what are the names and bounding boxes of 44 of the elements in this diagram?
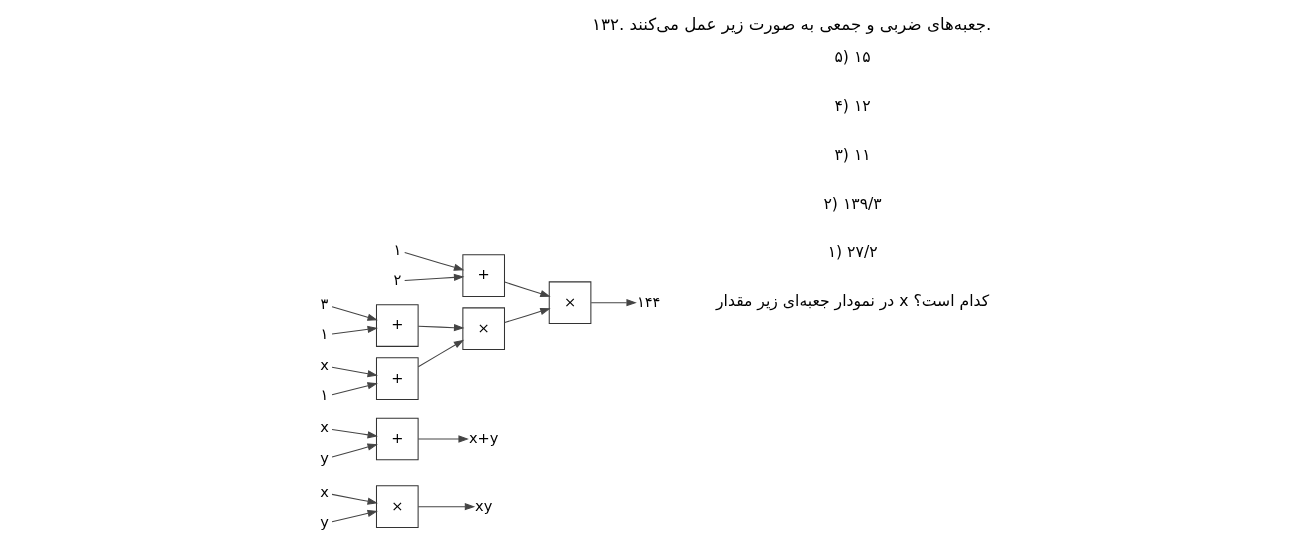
arrow	[331, 509, 378, 523]
node-text: x	[320, 356, 329, 374]
arrow	[331, 493, 378, 505]
node-text: ۱	[320, 324, 329, 342]
node-box: +	[462, 254, 505, 297]
arrow	[331, 443, 378, 458]
arrow	[331, 306, 378, 321]
node-text: x	[320, 418, 329, 436]
arrow	[417, 324, 465, 332]
arrow	[331, 429, 378, 439]
label: ۵) ۱۵	[834, 47, 871, 66]
node-box: +	[375, 304, 419, 347]
label: ۱) ۲۷/۲	[827, 243, 878, 262]
node-box: ×	[375, 485, 419, 528]
node-text: ۱	[320, 386, 329, 404]
node-text: ۳	[320, 294, 329, 312]
node-box: ×	[548, 281, 592, 324]
label: ۲) ۱۳۹/۳	[823, 194, 882, 213]
arrow	[417, 435, 469, 443]
label: در نمودار جعبه‌ای زیر مقدار x کدام است؟	[716, 292, 990, 311]
node-text: y	[320, 448, 329, 466]
label: ۴) ۱۲	[834, 96, 871, 115]
node-box: +	[375, 417, 419, 461]
label: ۳) ۱۱	[834, 145, 871, 164]
node-box: +	[375, 357, 419, 400]
arrow	[504, 281, 551, 298]
node-text: y	[320, 513, 329, 531]
arrow	[590, 299, 637, 307]
node-text: ۱	[393, 240, 402, 258]
node-text: x+y	[468, 428, 499, 446]
node-text: xy	[475, 496, 493, 514]
arrow	[417, 503, 476, 511]
diagram-title: ۱۳۲. جعبه‌های ضربی و جمعی به صورت زیر عمل می‌کنند.	[592, 14, 992, 34]
node-text: x	[320, 482, 329, 500]
arrow	[331, 382, 378, 396]
arrow	[331, 366, 378, 378]
arrow	[417, 339, 465, 368]
arrow	[404, 273, 465, 282]
node-box: ×	[462, 307, 505, 351]
arrow	[331, 325, 378, 335]
node-text: ۱۴۴	[636, 292, 661, 310]
arrow	[404, 252, 465, 271]
arrow	[504, 307, 551, 324]
node-text: ۲	[393, 270, 402, 288]
